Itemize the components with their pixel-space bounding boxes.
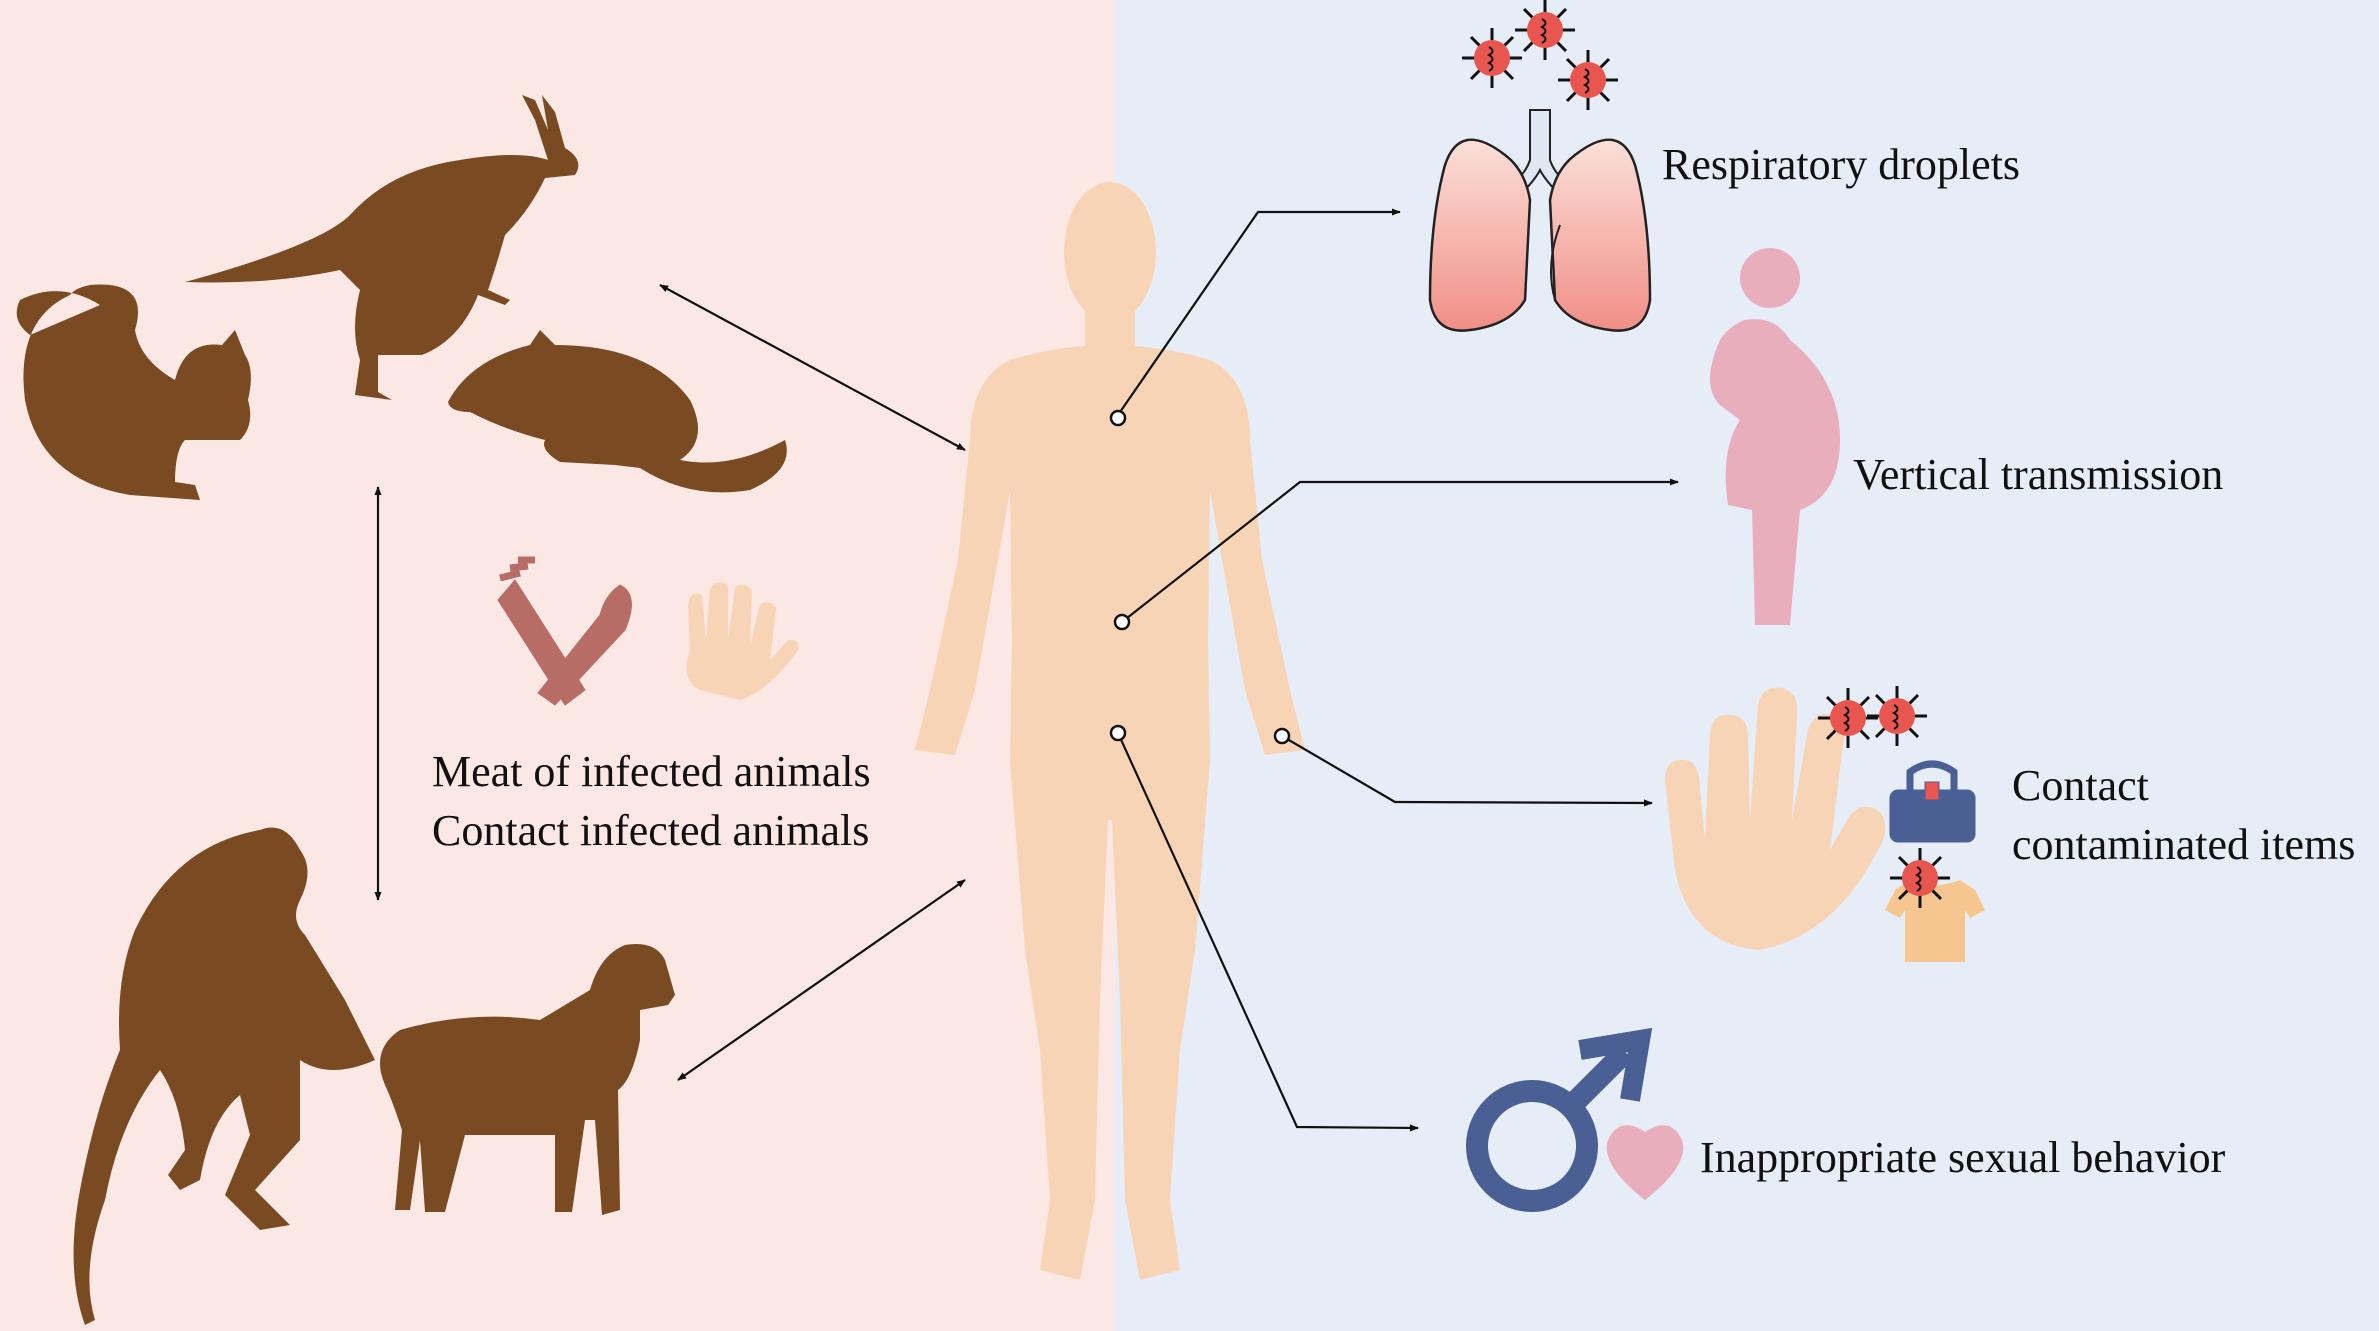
dot-hand [1275,729,1289,743]
virus-icon [1558,50,1618,110]
label-respiratory: Respiratory droplets [1662,137,2020,192]
virus-icon [1462,28,1522,88]
label-contact-animals: Contact infected animals [432,803,869,858]
virus-icon [1867,686,1927,746]
label-meat: Meat of infected animals [432,744,871,799]
dot-abdomen [1115,615,1129,629]
label-sexual: Inappropriate sexual behavior [1700,1130,2225,1185]
dot-groin [1111,726,1125,740]
dot-chest [1111,411,1125,425]
virus-icon [1890,848,1950,908]
virus-icon [1515,0,1575,60]
label-vertical: Vertical transmission [1853,447,2223,502]
label-contact-items-2: contaminated items [2012,817,2355,872]
virus-icon [1818,688,1878,748]
label-contact-items-1: Contact [2012,758,2149,813]
